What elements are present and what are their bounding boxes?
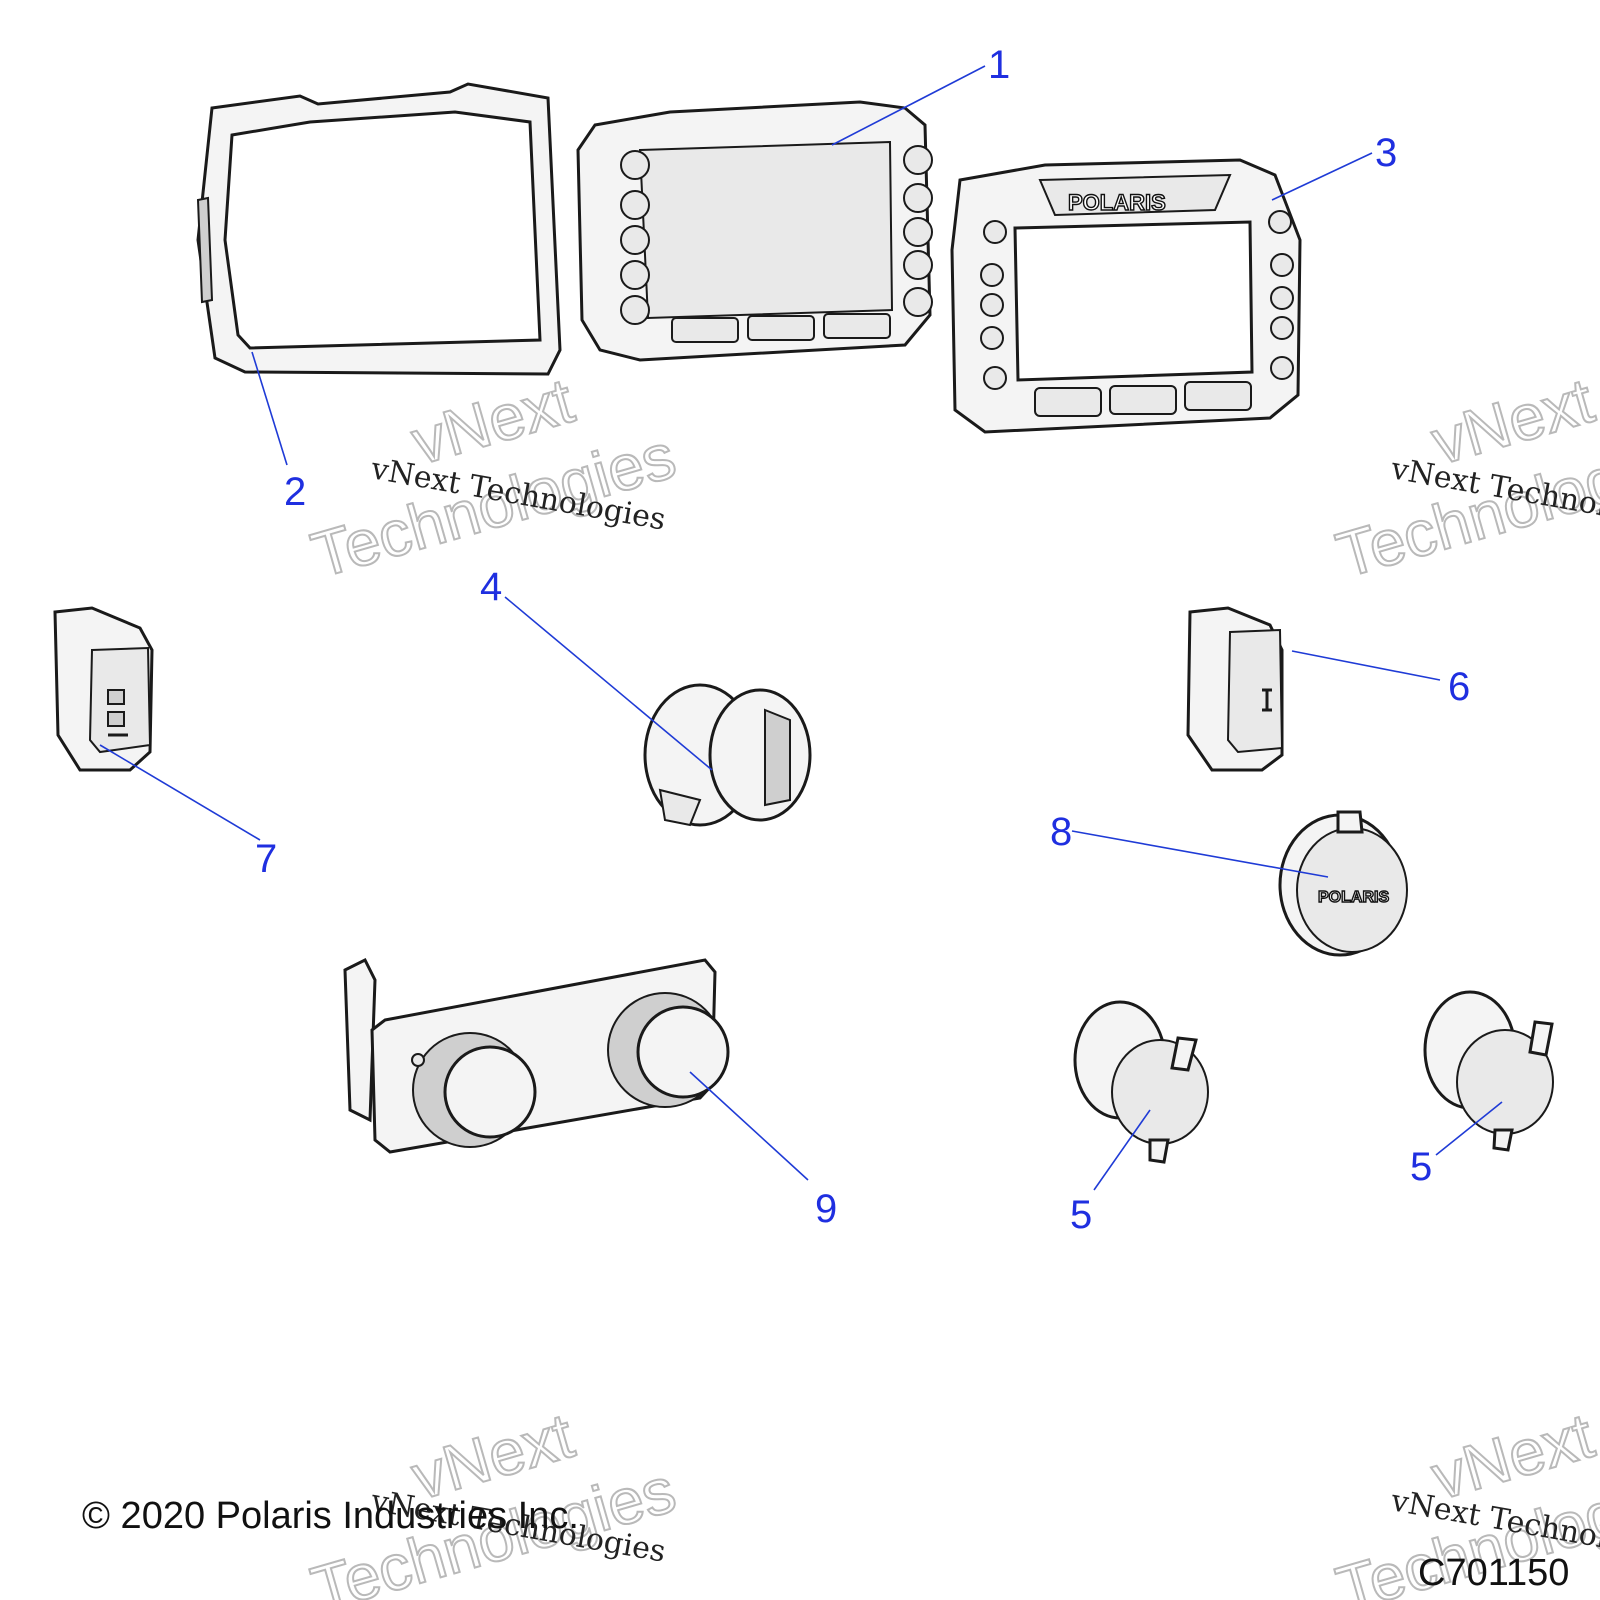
callout-9: 9 (815, 1187, 837, 1231)
callout-8: 8 (1050, 810, 1072, 854)
display-right-buttons (903, 145, 933, 317)
leader-6 (1291, 650, 1441, 681)
watermark-top-right: vNext Technologies vNext Technologies (1328, 363, 1600, 592)
callout-5a: 5 (1070, 1193, 1092, 1237)
callout-4: 4 (480, 565, 502, 609)
leader-2 (251, 351, 288, 466)
leader-5a (1093, 1109, 1151, 1191)
callout-7: 7 (255, 837, 277, 881)
callout-5b: 5 (1410, 1145, 1432, 1189)
callout-1: 1 (988, 43, 1010, 87)
leader-1 (831, 65, 986, 146)
callout-3: 3 (1375, 131, 1397, 175)
rocker-switch-6-part (1186, 606, 1284, 772)
leader-5b (1435, 1101, 1503, 1156)
dash-bezel-part: POLARIS (950, 158, 1302, 434)
dash-logo: POLARIS (1068, 190, 1166, 215)
outlet-5b-part (1423, 990, 1554, 1152)
power-outlet-8-part: POLARIS (1278, 810, 1408, 957)
outlet-logo: POLARIS (1318, 889, 1389, 906)
leader-3 (1271, 152, 1373, 201)
callouts: 1 2 3 4 5 5 6 7 8 9 (255, 43, 1470, 1237)
diagram-code: C701150 (1418, 1552, 1569, 1594)
dash-left-buttons (980, 220, 1007, 390)
leader-4 (504, 596, 713, 771)
callout-2: 2 (284, 470, 306, 514)
watermark-top-left: vNext Technologies vNext Technologies (303, 363, 684, 592)
leader-7 (99, 744, 261, 841)
copyright-text: © 2020 Polaris Industries Inc. (82, 1495, 579, 1537)
leader-lines (99, 65, 1503, 1191)
bezel-frame-part (196, 82, 562, 376)
rocker-switch-7-part (53, 606, 154, 772)
control-panel-9-part (343, 957, 730, 1154)
display-unit-part (576, 100, 933, 362)
display-left-buttons (620, 150, 650, 325)
dash-right-buttons (1268, 210, 1294, 380)
knob-4-part (643, 683, 812, 827)
leader-9 (689, 1071, 809, 1181)
outlet-5a-part (1073, 1000, 1209, 1164)
callout-6: 6 (1448, 665, 1470, 709)
leader-8 (1071, 830, 1329, 878)
